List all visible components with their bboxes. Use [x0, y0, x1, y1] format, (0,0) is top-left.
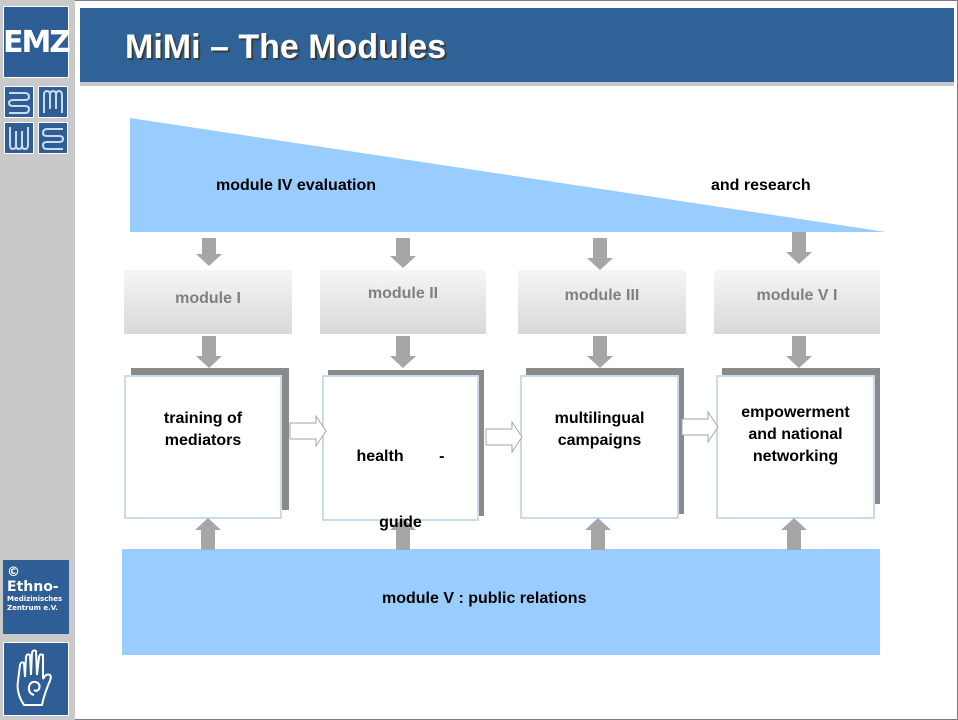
public-relations-label: module V : public relations: [382, 590, 587, 607]
module-3-text-line1: multilingual: [554, 410, 645, 427]
module-4-header: [714, 270, 880, 334]
down-arrow-head-2b: [390, 356, 416, 368]
finger-pattern-icon-2: [4, 122, 34, 154]
module-4-box: [716, 375, 875, 519]
down-arrow-head-3a: [587, 258, 613, 270]
research-label: and research: [711, 177, 811, 194]
evaluation-band-diagonal: [130, 118, 886, 232]
down-arrow-head-2a: [390, 256, 416, 268]
module-2-text: health - guide: [323, 402, 478, 578]
module-2-box: [322, 375, 479, 521]
module-4-text-line2: and national: [748, 426, 843, 443]
down-arrow-head-4b: [786, 356, 812, 368]
modules-diagram: [122, 118, 886, 655]
module-4-text-line1: empowerment: [741, 404, 850, 421]
down-arrow-3a: [593, 238, 607, 260]
module-2-label: module II: [367, 285, 439, 302]
down-arrow-head-1a: [196, 254, 222, 266]
up-arrow-3: [591, 528, 605, 550]
module-column-4: [714, 232, 880, 550]
module-1-text-line2: mediators: [164, 432, 242, 449]
up-arrow-head-1: [195, 518, 221, 530]
module-3-label: module III: [564, 287, 640, 304]
wave-pattern-icon: [4, 86, 34, 118]
sidebar: EMZ © Ethno- Medizinisches Zentrum e.V.: [0, 0, 75, 720]
down-arrow-2b: [396, 336, 410, 358]
up-arrow-2: [396, 528, 410, 550]
header-bar: MiMi – The Modules: [80, 8, 954, 86]
right-arrow-1: [289, 414, 327, 448]
module-2-header: [320, 270, 486, 334]
module-4-text: empowerment and national networking: [717, 402, 874, 468]
right-arrow-3: [681, 410, 719, 444]
module-3-text: multilingual campaigns: [521, 408, 678, 452]
copyright-symbol: ©: [7, 565, 20, 580]
down-arrow-4b: [792, 336, 806, 358]
up-arrow-head-4: [781, 518, 807, 530]
up-arrow-4: [787, 528, 801, 550]
down-arrow-head-4a: [786, 252, 812, 264]
evaluation-label: module IV evaluation: [216, 177, 377, 194]
down-arrow-head-3b: [587, 356, 613, 368]
module-column-1: [124, 238, 292, 550]
down-arrow-head-1b: [196, 356, 222, 368]
ethno-line1: Medizinisches: [7, 595, 63, 603]
hand-logo-icon: [3, 642, 69, 716]
module-3-box: [520, 375, 679, 519]
ethno-logo: © Ethno- Medizinisches Zentrum e.V.: [3, 560, 69, 634]
down-arrow-4a: [792, 232, 806, 254]
right-arrow-2: [485, 420, 523, 454]
module-3-text-line2: campaigns: [557, 432, 642, 449]
up-arrow-head-2: [390, 518, 416, 530]
module-column-2: [320, 238, 486, 550]
module-1-text: training of mediators: [125, 408, 281, 452]
module-2-text-line1: health -: [356, 448, 445, 465]
up-arrow-head-3: [585, 518, 611, 530]
module-1-box: [124, 375, 282, 519]
pattern-tiles: [4, 86, 70, 156]
content-area: module IV evaluation and research module…: [80, 86, 954, 718]
module-1-text-line1: training of: [163, 410, 243, 427]
ethno-name: Ethno-: [7, 579, 59, 595]
down-arrow-1a: [202, 238, 216, 256]
emz-logo: EMZ: [2, 6, 71, 78]
down-arrow-2a: [396, 238, 410, 258]
module-1-label: module I: [175, 290, 241, 307]
page-title: MiMi – The Modules: [125, 28, 447, 66]
module-2-text-line2: guide: [379, 514, 422, 531]
ethno-line2: Zentrum e.V.: [7, 604, 58, 612]
module-1-header: [124, 270, 292, 334]
down-arrow-1b: [202, 336, 216, 358]
module-3-header: [518, 270, 686, 334]
wave-pattern-icon-2: [38, 122, 68, 154]
module-column-3: [518, 238, 686, 550]
module-4-text-line3: networking: [752, 448, 839, 465]
up-arrow-1: [201, 528, 215, 550]
emz-logo-text: EMZ: [2, 24, 71, 60]
finger-pattern-icon: [38, 86, 68, 118]
module-4-label: module V I: [756, 287, 838, 304]
down-arrow-3b: [593, 336, 607, 358]
public-relations-band: [122, 549, 880, 655]
